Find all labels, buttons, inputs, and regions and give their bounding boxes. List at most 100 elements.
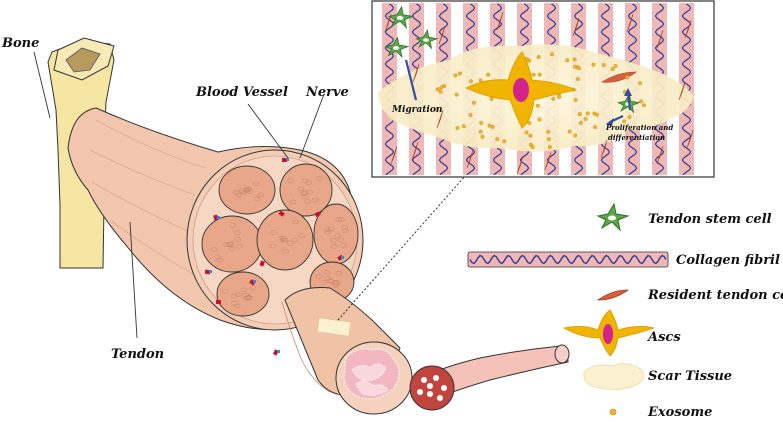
resident-tendon-cell (384, 13, 392, 33)
exosome (577, 112, 582, 117)
exosome (438, 89, 443, 94)
exosome (439, 85, 444, 90)
tendon-fiber (409, 344, 570, 411)
exosome (469, 79, 474, 84)
exosome (455, 126, 460, 131)
legend-label-exosome: Exosome (647, 405, 712, 420)
exosome (487, 123, 492, 128)
fascicle (201, 215, 263, 273)
legend-label-scar-tissue: Scar Tissue (648, 369, 732, 384)
tendon-label: Tendon (111, 347, 164, 362)
blood-vessel (249, 279, 256, 286)
exosome (531, 72, 536, 77)
exosome (572, 57, 577, 62)
tendon-stem-cell (415, 29, 439, 50)
exosome (578, 120, 583, 125)
fascicle (279, 163, 333, 217)
exosome (536, 55, 541, 60)
exosome (565, 58, 570, 63)
exosome (557, 94, 562, 99)
exosome (592, 111, 597, 116)
fascicle (216, 271, 270, 317)
exosome (495, 137, 500, 142)
resident-tendon-cell (601, 71, 637, 83)
blood-vessel (259, 260, 265, 267)
exosome (585, 111, 590, 116)
exosome (537, 117, 542, 122)
fascicle (256, 209, 314, 271)
resident-tendon-cell (496, 11, 504, 31)
tendon-stem-cell (384, 36, 410, 59)
legend-label-tendon-stem-cell: Tendon stem cell (648, 212, 772, 227)
resident-tendon-cell (684, 19, 692, 39)
resident-tendon-cell (466, 149, 474, 169)
fascicle (218, 165, 276, 215)
leader-lines (33, 51, 325, 339)
resident-tendon-cell (516, 155, 524, 175)
nerve (341, 256, 344, 259)
resident-tendon-cell (544, 151, 552, 171)
exosome (546, 129, 551, 134)
exosome (638, 81, 643, 86)
exosome (502, 139, 507, 144)
resident-tendon-cell (438, 25, 446, 45)
exosome (486, 72, 491, 77)
exosome (583, 116, 588, 121)
resident-tendon-cell (600, 139, 608, 159)
proliferation-label-line2: differentiation (608, 133, 665, 142)
exosome (535, 103, 540, 108)
exosome (622, 119, 627, 124)
tendon-subbundle (281, 287, 413, 415)
exosome (567, 129, 572, 134)
exosome (610, 67, 615, 72)
exosome (572, 64, 577, 69)
exosome (642, 103, 647, 108)
exosome-icon (609, 408, 617, 416)
blood-vessel (282, 158, 287, 162)
exosome (576, 66, 581, 71)
exosome (573, 97, 578, 102)
resident-tendon-cell (656, 145, 664, 165)
exosome (575, 76, 580, 81)
exosome (573, 133, 578, 138)
exosome (434, 107, 439, 112)
nerve (209, 270, 212, 273)
fiber-dot (421, 377, 427, 383)
legend-label-collagen-fibril: Collagen fibril (676, 253, 780, 268)
resident-tendon-cell (686, 129, 694, 149)
exosome (524, 130, 529, 135)
legend-label-resident-tendon-cell: Resident tendon cell (647, 288, 783, 303)
ascs-icon (562, 309, 656, 357)
exosome (468, 113, 473, 118)
exosome (627, 115, 632, 120)
resident-tendon-cell (656, 29, 664, 49)
exosome (457, 71, 462, 76)
exosome (551, 96, 556, 101)
exosome (435, 87, 440, 92)
resident-tendon-cell (412, 63, 420, 83)
exosome (454, 92, 459, 97)
exosome (547, 144, 552, 149)
fiber-dot (441, 385, 447, 391)
resident-tendon-cell (626, 13, 634, 33)
fiber-dot (427, 383, 433, 389)
blood-vessel (314, 211, 321, 218)
exosome (472, 100, 477, 105)
exosome (461, 124, 466, 129)
resident-tendon-cell (411, 141, 419, 161)
exosome (591, 62, 596, 67)
exosome (489, 96, 494, 101)
bone-label: Bone (1, 36, 39, 51)
inset-panel (371, 0, 715, 178)
resident-tendon-cell-icon (596, 289, 630, 301)
resident-tendon-cell (390, 145, 398, 165)
ascs-cell (465, 51, 578, 129)
fiber-dot (427, 391, 433, 397)
exosome (639, 99, 644, 104)
nerve (286, 158, 289, 161)
fiber-dot (437, 395, 443, 401)
blood-vessel (215, 299, 222, 305)
resident-tendon-cell (678, 81, 686, 101)
